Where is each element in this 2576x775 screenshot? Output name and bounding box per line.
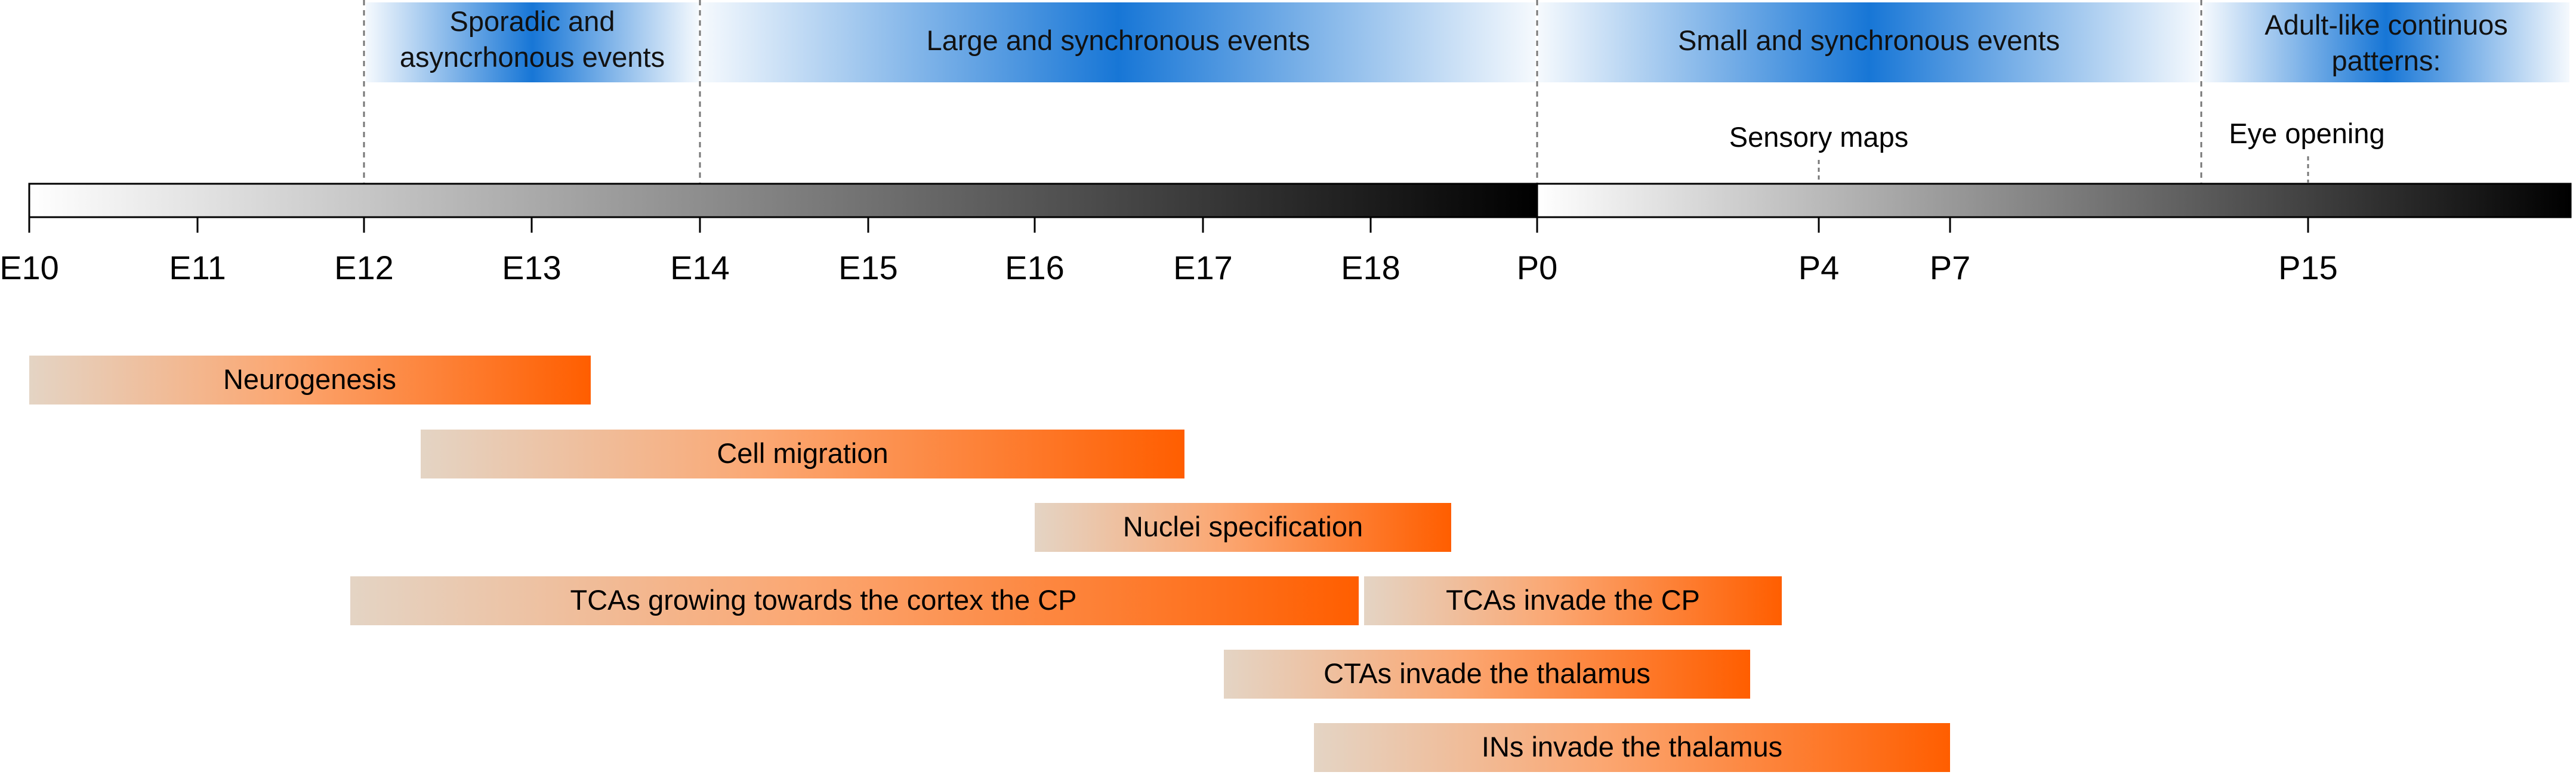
tick-label: E15 bbox=[838, 249, 898, 286]
process-ins-invade-thalamus: INs invade the thalamus bbox=[1314, 723, 1950, 772]
process-label: INs invade the thalamus bbox=[1482, 731, 1782, 762]
phase-label-line: Adult-like continuos bbox=[2265, 9, 2508, 41]
process-label: CTAs invade the thalamus bbox=[1324, 657, 1651, 689]
phase-bands: Sporadic and asyncrhonous events Large a… bbox=[366, 2, 2569, 82]
phase-label-line: Large and synchronous events bbox=[927, 24, 1310, 56]
tick-label: P7 bbox=[1930, 249, 1971, 286]
phase-sporadic: Sporadic and asyncrhonous events bbox=[366, 2, 699, 82]
tick-label: E17 bbox=[1173, 249, 1233, 286]
process-cell-migration: Cell migration bbox=[421, 430, 1184, 478]
postnatal-gradient-bar bbox=[1536, 183, 2572, 218]
process-bar bbox=[29, 356, 591, 405]
phase-band bbox=[1538, 2, 2199, 82]
tick-label: E16 bbox=[1005, 249, 1065, 286]
process-label: TCAs growing towards the cortex the CP bbox=[570, 584, 1077, 616]
process-ctas-invade-thalamus: CTAs invade the thalamus bbox=[1224, 650, 1750, 699]
tick-label: P15 bbox=[2278, 249, 2338, 286]
tick-label: E14 bbox=[670, 249, 730, 286]
phase-label-line: Small and synchronous events bbox=[1678, 24, 2060, 56]
tick-label: P4 bbox=[1798, 249, 1840, 286]
process-bar bbox=[1364, 576, 1782, 625]
process-neurogenesis: Neurogenesis bbox=[29, 356, 591, 405]
prenatal-gradient-bar bbox=[28, 183, 1538, 218]
process-nuclei-specification: Nuclei specification bbox=[1035, 503, 1451, 552]
process-bar bbox=[350, 576, 1359, 625]
tick-label: E11 bbox=[169, 249, 226, 286]
tick-label: E18 bbox=[1341, 249, 1400, 286]
process-label: TCAs invade the CP bbox=[1446, 584, 1700, 616]
process-bar bbox=[421, 430, 1184, 478]
phase-label-line: Sporadic and bbox=[450, 5, 615, 37]
process-bar bbox=[1035, 503, 1451, 552]
process-label: Neurogenesis bbox=[223, 363, 396, 395]
timeline-ticks bbox=[28, 217, 2309, 233]
tick-label: P0 bbox=[1517, 249, 1558, 286]
phase-large-synchronous: Large and synchronous events bbox=[701, 2, 1535, 82]
milestone-sensory-maps: Sensory maps bbox=[1729, 121, 1908, 153]
phase-band bbox=[366, 2, 699, 82]
process-tcas-growing: TCAs growing towards the cortex the CP bbox=[350, 576, 1359, 625]
phase-band bbox=[2203, 2, 2569, 82]
tick-label: E12 bbox=[334, 249, 394, 286]
phase-band bbox=[701, 2, 1535, 82]
process-bar bbox=[1314, 723, 1950, 772]
phase-label-line: asyncrhonous events bbox=[400, 41, 665, 73]
process-label: Cell migration bbox=[717, 437, 888, 469]
timeline-bar bbox=[28, 183, 2572, 218]
phase-small-synchronous: Small and synchronous events bbox=[1538, 2, 2199, 82]
timeline-tick-labels: E10 E11 E12 E13 E14 E15 E16 E17 E18 P0 P… bbox=[0, 249, 2338, 286]
phase-label-line: patterns: bbox=[2332, 45, 2441, 76]
milestone-eye-opening: Eye opening bbox=[2229, 118, 2384, 149]
tick-label: E13 bbox=[502, 249, 562, 286]
phase-adult-like: Adult-like continuos patterns: bbox=[2203, 2, 2569, 82]
process-bar bbox=[1224, 650, 1750, 699]
phase-dividers bbox=[363, 0, 2202, 183]
process-label: Nuclei specification bbox=[1123, 511, 1363, 542]
process-tcas-invade-cp: TCAs invade the CP bbox=[1364, 576, 1782, 625]
tick-label: E10 bbox=[0, 249, 59, 286]
milestones: Sensory maps Eye opening bbox=[1729, 118, 2385, 183]
process-bars: Neurogenesis Cell migration Nuclei speci… bbox=[29, 356, 1950, 772]
